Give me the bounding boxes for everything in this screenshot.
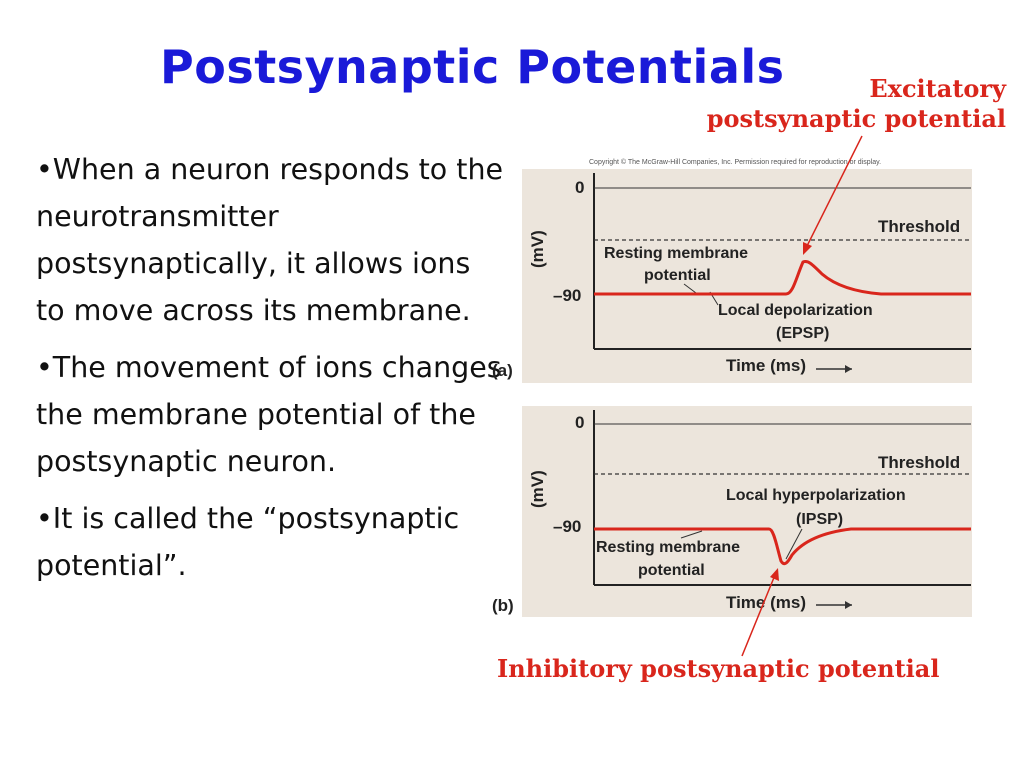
- panel-b-y-tick-minus-90: –90: [553, 517, 581, 536]
- panel-a-threshold-label: Threshold: [878, 217, 960, 236]
- panel-b-threshold-label: Threshold: [878, 453, 960, 472]
- panel-a-resting-label-line1: Resting membrane: [604, 245, 748, 262]
- bullet-item: •It is called the “postsynaptic potentia…: [36, 502, 460, 582]
- panel-b-y-tick-0: 0: [575, 413, 584, 432]
- panel-b-event-label-line1: Local hyperpolarization: [726, 487, 906, 504]
- panel-b-event-pointer: [785, 528, 803, 560]
- bullet-item: •The movement of ions changes the membra…: [36, 351, 502, 478]
- panel-b-letter: (b): [492, 596, 514, 615]
- panel-a-resting-label-line2: potential: [644, 267, 711, 284]
- panel-a-y-axis-label: (mV): [528, 230, 547, 268]
- panel-a-background: [522, 169, 972, 383]
- panel-a-event-label-line2: (EPSP): [776, 325, 829, 342]
- copyright-text: Copyright © The McGraw-Hill Companies, I…: [589, 158, 881, 166]
- page-title: Postsynaptic Potentials: [160, 40, 785, 94]
- ipsp-trace: [594, 527, 971, 566]
- panel-b-resting-label-line1: Resting membrane: [596, 539, 740, 556]
- panel-b-resting-label-line2: potential: [638, 562, 705, 579]
- excitatory-label-line1: Excitatory: [869, 74, 1006, 103]
- panel-a-y-tick-minus-90: –90: [553, 286, 581, 305]
- inhibitory-label: Inhibitory postsynaptic potential: [497, 654, 940, 683]
- excitatory-label-line2: postsynaptic potential: [706, 104, 1006, 133]
- excitatory-label: Excitatory postsynaptic potential: [707, 74, 1006, 134]
- panel-a-y-tick-0: 0: [575, 178, 584, 197]
- panel-b-resting-pointer: [680, 530, 703, 539]
- panel-b-x-axis-label: Time (ms): [726, 593, 806, 612]
- bullet-list: •When a neuron responds to the neurotran…: [36, 146, 506, 599]
- panel-a-resting-pointer: [683, 283, 697, 294]
- epsp-trace: [594, 260, 971, 296]
- panel-b-y-axis-label: (mV): [528, 470, 547, 508]
- bullet-item: •When a neuron responds to the neurotran…: [36, 153, 504, 327]
- panel-a: Copyright © The McGraw-Hill Companies, I…: [492, 158, 972, 383]
- postsynaptic-potential-figure: Copyright © The McGraw-Hill Companies, I…: [492, 158, 972, 617]
- panel-a-event-label-line1: Local depolarization: [718, 302, 873, 319]
- panel-b-event-label-line2: (IPSP): [796, 511, 843, 528]
- panel-a-time-arrow: [816, 365, 852, 373]
- panel-a-letter: (a): [492, 361, 513, 380]
- panel-b-time-arrow: [816, 601, 852, 609]
- panel-b: 0 –90 (mV) Threshold Local hyperpolariza…: [492, 406, 972, 617]
- panel-a-x-axis-label: Time (ms): [726, 356, 806, 375]
